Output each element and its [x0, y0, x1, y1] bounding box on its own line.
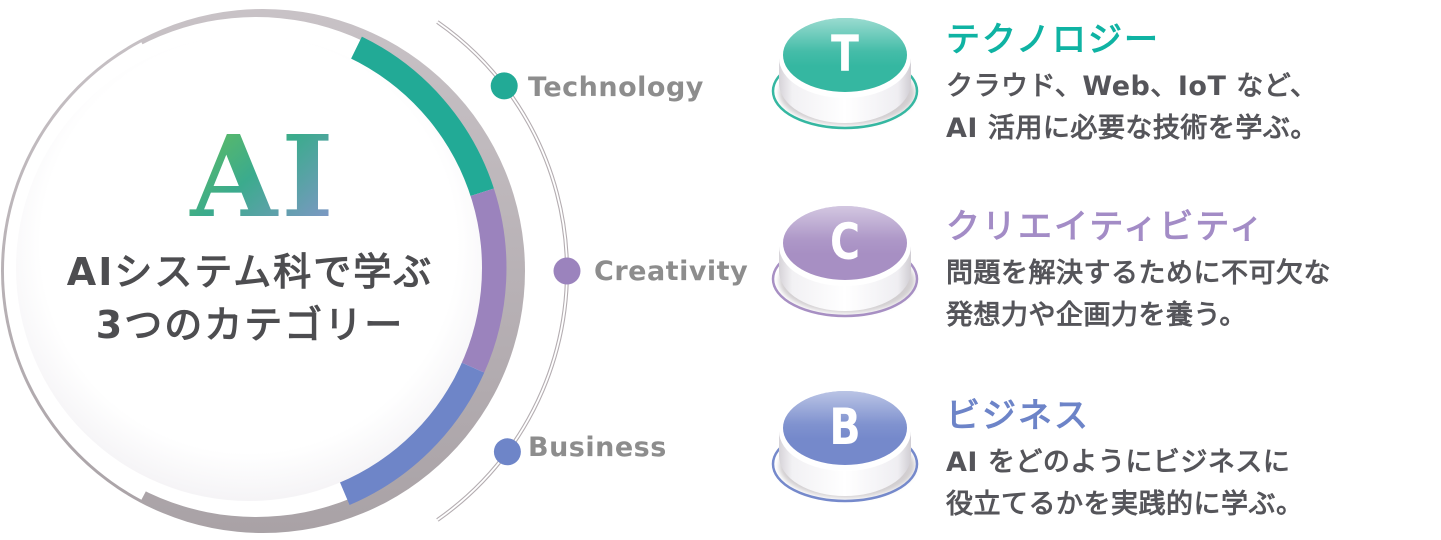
- button-cap-sheen: [783, 391, 907, 465]
- button-letter-c: C: [830, 213, 860, 271]
- creativity-dot-icon: [553, 257, 581, 285]
- desc-line: クラウド、Web、IoT など、: [946, 71, 1318, 102]
- category-block-creativity: クリエイティビティ 問題を解決するために不可欠な 発想力や企画力を養う。: [946, 207, 1416, 337]
- wheel-diagram: AI: [1, 9, 581, 533]
- wheel-caption-line-1: AIシステム科で学ぶ: [66, 250, 434, 294]
- button-letter-t: T: [831, 25, 859, 83]
- ring-label-creativity: Creativity: [594, 256, 749, 287]
- wheel-caption-line-2: 3つのカテゴリー: [95, 303, 405, 347]
- desc-line: 役立てるかを実践的に学ぶ。: [946, 489, 1304, 520]
- creativity-3d-button: C: [771, 206, 919, 318]
- technology-3d-button: T: [771, 18, 919, 130]
- ring-label-technology: Technology: [528, 72, 704, 103]
- wheel-caption: AIシステム科で学ぶ 3つのカテゴリー: [14, 246, 486, 352]
- desc-line: 問題を解決するために不可欠な: [946, 258, 1331, 289]
- category-desc-creativity: 問題を解決するために不可欠な 発想力や企画力を養う。: [946, 253, 1416, 337]
- arc-segment-technology: [350, 36, 494, 197]
- desc-line: AI をどのようにビジネスに: [946, 447, 1291, 478]
- category-desc-technology: クラウド、Web、IoT など、 AI 活用に必要な技術を学ぶ。: [946, 66, 1416, 150]
- arc-segment-business: [339, 362, 485, 506]
- wheel-center-label: AI: [189, 112, 337, 243]
- category-title-creativity: クリエイティビティ: [946, 207, 1266, 247]
- business-dot-icon: [493, 438, 521, 466]
- business-3d-button: B: [771, 391, 919, 503]
- technology-dot-icon: [490, 72, 518, 100]
- category-block-technology: テクノロジー クラウド、Web、IoT など、 AI 活用に必要な技術を学ぶ。: [946, 20, 1416, 150]
- wheel-face: [16, 35, 482, 501]
- category-desc-business: AI をどのようにビジネスに 役立てるかを実践的に学ぶ。: [946, 442, 1416, 526]
- category-title-business: ビジネス: [946, 396, 1090, 436]
- category-title-technology: テクノロジー: [946, 20, 1160, 60]
- category-block-business: ビジネス AI をどのようにビジネスに 役立てるかを実践的に学ぶ。: [946, 396, 1416, 526]
- button-cap-sheen: [783, 18, 907, 92]
- desc-line: AI 活用に必要な技術を学ぶ。: [946, 113, 1318, 144]
- button-letter-b: B: [829, 398, 860, 456]
- ring-label-business: Business: [528, 432, 667, 463]
- button-cap-sheen: [783, 206, 907, 280]
- desc-line: 発想力や企画力を養う。: [946, 300, 1247, 331]
- arc-segment-creativity: [461, 188, 507, 373]
